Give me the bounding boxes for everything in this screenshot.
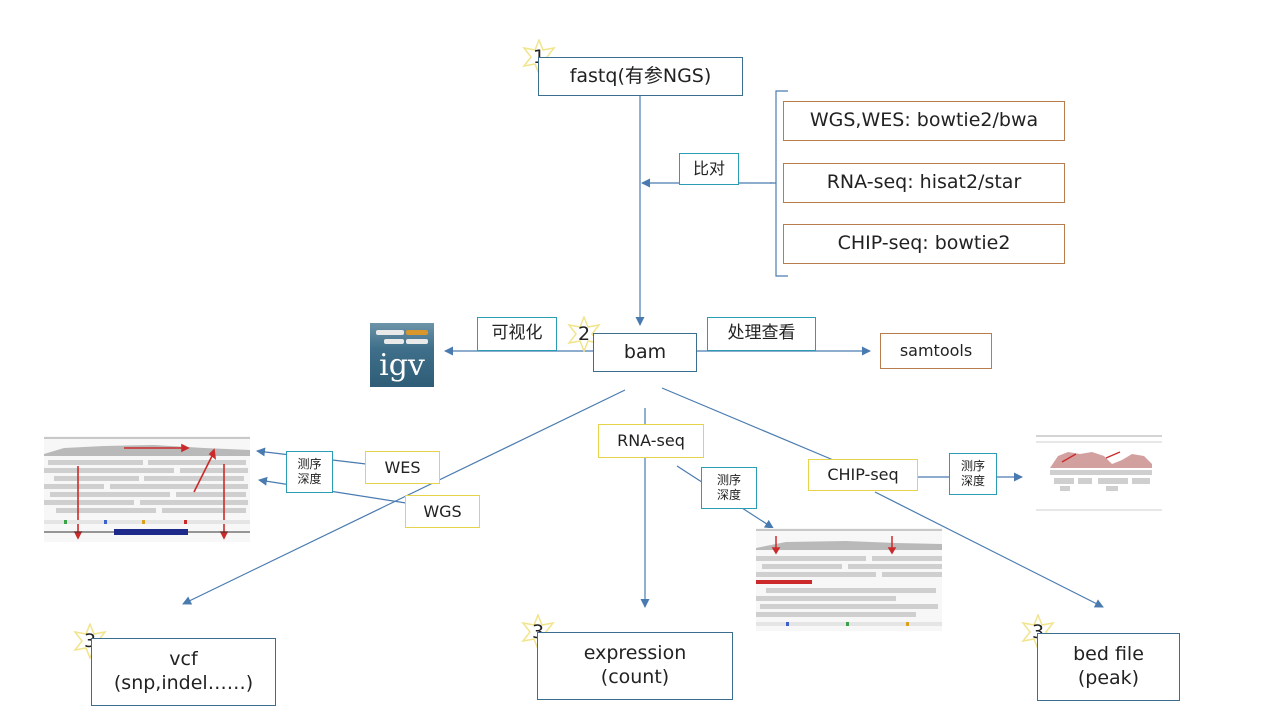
- expression-output-node: expression (count): [537, 632, 733, 700]
- aligner-wgs-wes: WGS,WES: bowtie2/bwa: [783, 101, 1065, 141]
- aligner-bracket: [770, 90, 788, 277]
- vcf-output-node: vcf (snp,indel……): [91, 638, 276, 706]
- vcf-title: vcf: [169, 648, 198, 671]
- step-2-label: 2: [577, 323, 591, 345]
- edge-bam-chipseq: [661, 387, 839, 463]
- igv-logo-bar: [406, 330, 428, 335]
- align-label: 比对: [679, 153, 739, 185]
- aligner-chipseq: CHIP-seq: bowtie2: [783, 224, 1065, 264]
- chipseq-node: CHIP-seq: [808, 459, 918, 491]
- aligner-rnaseq: RNA-seq: hisat2/star: [783, 163, 1065, 203]
- fastq-node: fastq(有参NGS): [538, 57, 743, 96]
- depth-label-dna: 测序 深度: [286, 451, 333, 493]
- samtools-node: samtools: [880, 333, 992, 369]
- igv-thumbnail-chip: [1036, 434, 1162, 514]
- depth-line-2: 深度: [297, 472, 322, 486]
- igv-logo-bar: [406, 339, 428, 344]
- edge-chipseq-bed: [874, 491, 1104, 608]
- depth-label-chip: 测序 深度: [949, 453, 997, 495]
- edge-bam-vcf: [182, 389, 626, 605]
- visualize-label: 可视化: [477, 317, 557, 351]
- igv-logo-bar: [384, 339, 404, 344]
- bed-output-node: bed file (peak): [1037, 633, 1180, 701]
- bam-node: bam: [593, 333, 697, 372]
- igv-logo-bar: [376, 330, 404, 335]
- depth-line-2: 深度: [960, 474, 985, 488]
- bed-title: bed file: [1073, 643, 1144, 666]
- vcf-subtitle: (snp,indel……): [113, 672, 254, 694]
- step-2-star: 2: [566, 314, 602, 354]
- star-shape: [567, 314, 601, 354]
- process-label: 处理查看: [707, 317, 816, 351]
- igv-thumbnail-rna: [756, 528, 942, 631]
- igv-logo-text: igv: [379, 348, 425, 383]
- depth-line-1: 测序: [960, 459, 985, 473]
- rnaseq-node: RNA-seq: [598, 424, 704, 458]
- wes-node: WES: [365, 451, 440, 484]
- depth-label-rna: 测序 深度: [701, 467, 757, 509]
- igv-logo: igv: [370, 323, 434, 387]
- depth-line-1: 测序: [716, 473, 741, 487]
- wgs-node: WGS: [405, 495, 480, 528]
- expression-subtitle: (count): [600, 666, 670, 688]
- igv-thumbnail-dna: [44, 436, 250, 542]
- depth-line-2: 深度: [716, 488, 741, 502]
- star-shape: [73, 621, 107, 661]
- depth-line-1: 测序: [297, 457, 322, 471]
- expression-title: expression: [583, 642, 687, 665]
- bed-subtitle: (peak): [1077, 667, 1140, 689]
